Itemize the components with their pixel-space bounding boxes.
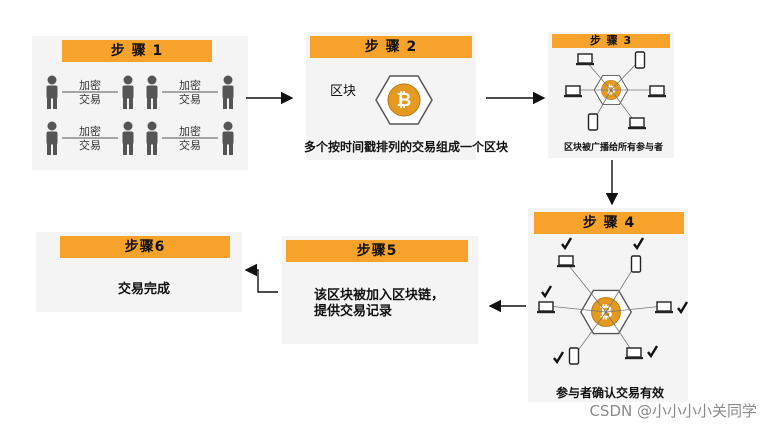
- step3-caption: 区块被广播给所有参与者: [564, 143, 664, 153]
- flow-arrows: [244, 91, 619, 313]
- person-icon: [222, 121, 234, 155]
- person-icon: [146, 75, 158, 109]
- pair1-top: 加密: [79, 78, 101, 92]
- person-icon: [46, 121, 58, 155]
- step4-header: 步 骤 4: [534, 212, 684, 234]
- pair3-top: 加密: [79, 124, 101, 138]
- step6-text: 交易完成: [118, 282, 171, 297]
- step4-caption: 参与者确认交易有效: [556, 386, 665, 400]
- step1-people: [46, 75, 234, 155]
- step5-header: 步骤5: [286, 240, 468, 262]
- step1-header: 步 骤 1: [62, 40, 212, 62]
- step2-block-label: 区块: [330, 84, 357, 99]
- phone-icon: [630, 255, 642, 273]
- laptop-icon: [647, 85, 667, 98]
- step3-header: 步 骤 3: [552, 34, 670, 48]
- person-icon: [122, 75, 134, 109]
- phone-icon: [568, 347, 580, 365]
- laptop-icon: [624, 347, 644, 360]
- check-icon: [540, 284, 553, 298]
- pair1-bottom: 交易: [79, 92, 101, 106]
- bitcoin-block-icon: [375, 75, 433, 125]
- step4-network: [536, 236, 689, 365]
- laptop-icon: [556, 255, 576, 268]
- person-icon: [122, 121, 134, 155]
- person-icon: [46, 75, 58, 109]
- laptop-icon: [563, 85, 583, 98]
- person-icon: [146, 121, 158, 155]
- step3-network: [563, 51, 667, 131]
- laptop-icon: [536, 301, 556, 314]
- arrow-5-to-6: [244, 263, 278, 293]
- pair4-top: 加密: [179, 124, 201, 138]
- step2-caption: 多个按时间戳排列的交易组成一个区块: [304, 140, 509, 154]
- person-icon: [222, 75, 234, 109]
- check-icon: [676, 300, 689, 314]
- check-icon: [560, 236, 573, 250]
- check-icon: [632, 236, 645, 250]
- check-icon: [552, 350, 565, 364]
- laptop-icon: [654, 301, 674, 314]
- step5-line1: 该区块被加入区块链，: [314, 288, 445, 303]
- phone-icon: [634, 51, 646, 69]
- step2-header: 步 骤 2: [310, 36, 472, 58]
- pair2-top: 加密: [179, 78, 201, 92]
- laptop-icon: [575, 53, 595, 66]
- laptop-icon: [627, 117, 647, 130]
- step6-header: 步骤6: [60, 236, 230, 258]
- step5-line2: 提供交易记录: [314, 304, 393, 319]
- check-icon: [646, 344, 659, 358]
- pair3-bottom: 交易: [79, 138, 101, 152]
- pair4-bottom: 交易: [179, 138, 201, 152]
- pair2-bottom: 交易: [179, 92, 201, 106]
- watermark: CSDN @小小小小关同学: [589, 402, 757, 420]
- phone-icon: [587, 113, 599, 131]
